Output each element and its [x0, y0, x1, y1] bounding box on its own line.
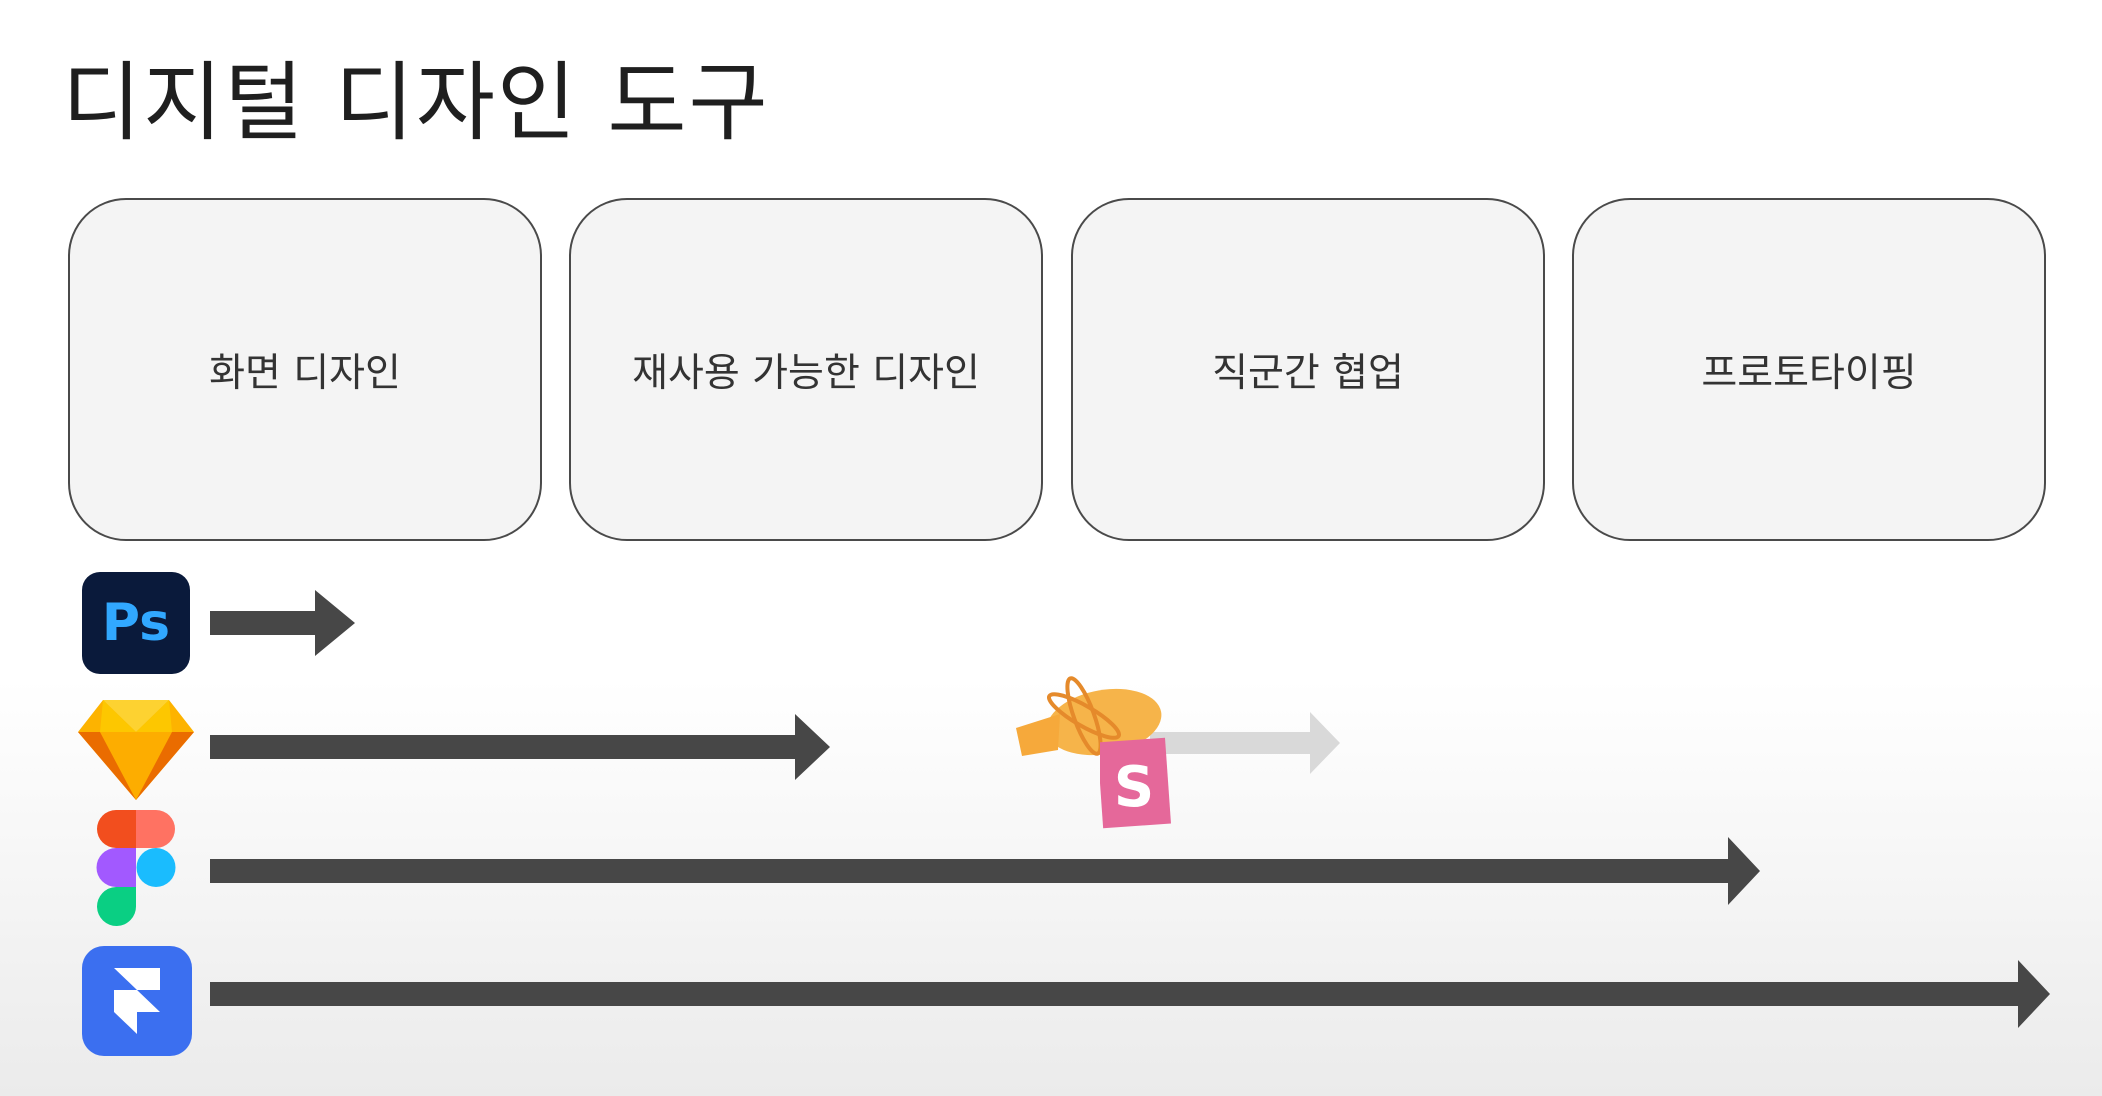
photoshop-icon: Ps	[82, 572, 190, 674]
zeplin-icon	[1016, 676, 1162, 756]
figma-icon	[96, 810, 176, 926]
framer-icon	[82, 946, 192, 1056]
category-label: 프로토타이핑	[1701, 350, 1917, 396]
figma-arrow	[210, 837, 1760, 905]
framer-arrow	[210, 960, 2050, 1028]
category-label: 재사용 가능한 디자인	[632, 350, 980, 396]
photoshop-logo-text: Ps	[102, 593, 170, 653]
sketch-arrow	[210, 714, 830, 780]
category-reusable-design: 재사용 가능한 디자인	[569, 198, 1043, 541]
sketch-icon	[78, 700, 194, 800]
abstract-logo-text: S	[1114, 755, 1154, 820]
photoshop-arrow	[210, 590, 355, 656]
category-label: 직군간 협업	[1212, 350, 1404, 396]
category-screen-design: 화면 디자인	[68, 198, 542, 541]
category-prototyping: 프로토타이핑	[1572, 198, 2046, 541]
page-title: 디지털 디자인 도구	[62, 53, 770, 153]
category-label: 화면 디자인	[209, 350, 401, 396]
abstract-arrow	[1150, 712, 1340, 774]
abstract-icon: S	[1100, 737, 1171, 829]
category-collaboration: 직군간 협업	[1071, 198, 1545, 541]
